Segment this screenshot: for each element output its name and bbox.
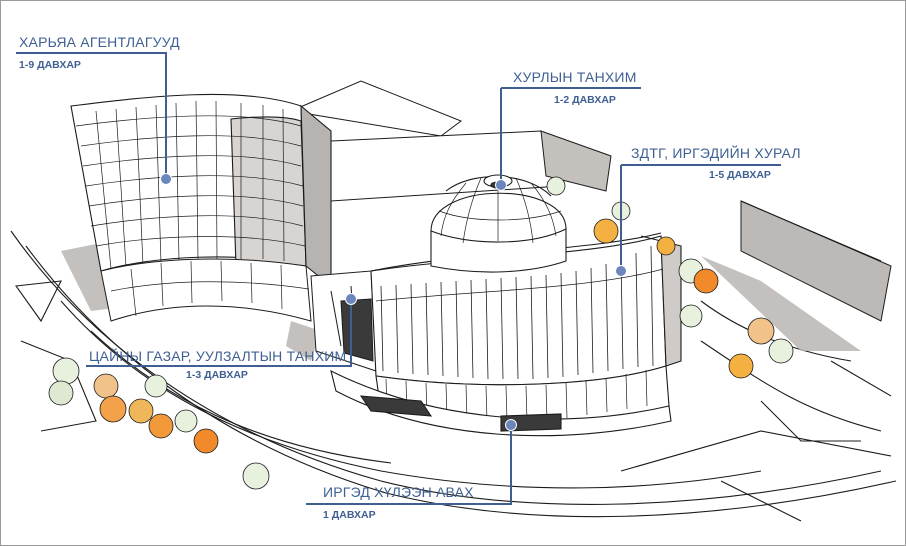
callout-city-council-floors: 1-5 ДАВХАР [709,169,771,181]
callout-leaders [16,52,781,505]
callout-conference-hall-title: ХУРЛЫН ТАНХИМ [513,69,637,85]
callout-conference-hall-floors: 1-2 ДАВХАР [554,94,616,106]
main-building [330,232,682,437]
dome [430,174,567,273]
callout-regional-agencies-title: ХАРЬЯА АГЕНТЛАГУУД [19,34,180,50]
callout-city-council-title: ЗДТГ, ИРГЭДИЙН ХУРАЛ [631,145,801,161]
callout-markers [160,173,627,431]
trees [48,176,794,490]
connector-block [310,270,377,372]
callout-regional-agencies-floors: 1-9 ДАВХАР [19,59,81,71]
callout-canteen-ceremony-floors: 1-3 ДАВХАР [186,369,248,381]
tower-podium [100,258,312,322]
callout-citizen-reception-title: ИРГЭД ХҮЛЭЭН АВАХ [323,484,474,500]
office-tower [70,93,332,288]
site-lines [10,230,897,522]
callout-canteen-ceremony-title: ЦАЙНЫ ГАЗАР, УУЛЗАЛТЫН ТАНХИМ [89,348,347,364]
callout-citizen-reception-floors: 1 ДАВХАР [323,509,376,521]
